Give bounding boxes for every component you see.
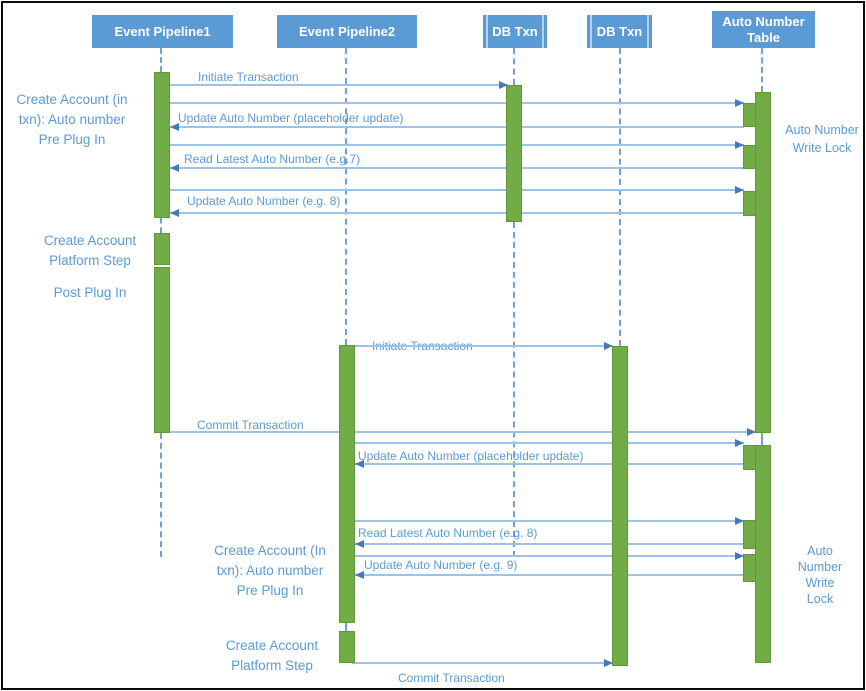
arrow-right-icon — [499, 81, 508, 89]
arrow-left-icon — [355, 460, 364, 468]
message-line-commit-transaction-2 — [352, 662, 613, 664]
annotation-platform-step-2: Create Account Platform Step — [225, 638, 319, 673]
activation-auto-number-lock-1 — [755, 92, 771, 433]
lifeline-auto-number-table — [761, 433, 763, 445]
activation-auto-number-sub — [743, 445, 756, 470]
lifeline-event-pipeline2 — [345, 623, 347, 631]
message-label-initiate-transaction-1: Initiate Transaction — [198, 70, 299, 84]
actor-event-pipeline1: Event Pipeline1 — [92, 15, 233, 48]
message-line-update-placeholder-2-return — [355, 463, 744, 465]
message-line-update-placeholder-1-request — [170, 102, 744, 104]
message-line-initiate-transaction-2 — [355, 345, 613, 347]
message-label-read-latest-2: Read Latest Auto Number (e.g. 8) — [358, 526, 538, 540]
actor-event-pipeline2: Event Pipeline2 — [277, 15, 417, 48]
arrow-right-icon — [735, 552, 744, 560]
message-line-commit-transaction-1 — [170, 431, 756, 433]
actor-db-txn-2: DB Txn — [587, 15, 652, 48]
lifeline-auto-number-table — [761, 48, 763, 92]
arrow-right-icon — [747, 428, 756, 436]
message-line-update-8-return — [170, 212, 744, 214]
activation-auto-number-sub — [743, 191, 756, 216]
lifeline-db-txn-1 — [513, 222, 515, 557]
annotation-platform-step-1: Create Account Platform Step — [43, 233, 137, 268]
message-label-update-9: Update Auto Number (e.g. 9) — [364, 558, 518, 572]
lifeline-db-txn-2 — [619, 48, 621, 346]
annotation-auto-number-write-lock-1: Auto Number Write Lock — [785, 123, 859, 155]
activation-auto-number-sub — [743, 554, 756, 582]
lifeline-event-pipeline1 — [160, 433, 162, 557]
arrow-right-icon — [735, 186, 744, 194]
actor-label: DB Txn — [492, 23, 538, 39]
message-line-update-placeholder-1-return — [170, 126, 744, 128]
message-label-update-placeholder-2: Update Auto Number (placeholder update) — [358, 449, 584, 463]
activation-ep1-post-plugin — [154, 267, 170, 433]
message-label-commit-transaction-1: Commit Transaction — [197, 418, 304, 432]
arrow-left-icon — [355, 571, 364, 579]
arrow-left-icon — [170, 209, 179, 217]
arrow-right-icon — [735, 439, 744, 447]
arrow-right-icon — [604, 659, 613, 667]
annotation-create-account-pre-plugin-2: Create Account (In txn): Auto number Pre… — [214, 543, 326, 598]
activation-auto-number-sub — [743, 103, 756, 127]
message-line-initiate-transaction-1 — [170, 84, 508, 86]
actor-label: Event Pipeline2 — [298, 23, 396, 39]
activation-db-txn-2 — [612, 346, 628, 666]
arrow-left-icon — [170, 123, 179, 131]
actor-db-txn-1: DB Txn — [483, 15, 547, 48]
message-line-update-placeholder-2-request — [355, 442, 744, 444]
activation-ep2-pre-plugin — [339, 345, 355, 623]
message-label-update-placeholder-1: Update Auto Number (placeholder update) — [178, 111, 404, 125]
activation-auto-number-sub — [743, 145, 756, 169]
message-line-read-latest-1-return — [170, 167, 744, 169]
actor-auto-number-table: Auto Number Table — [712, 11, 815, 48]
activation-ep1-platform-step — [154, 233, 170, 265]
message-label-update-8: Update Auto Number (e.g. 8) — [187, 194, 341, 208]
message-line-update-9-return — [355, 574, 744, 576]
lifeline-event-pipeline1 — [160, 48, 162, 72]
actor-label: Auto Number Table — [722, 13, 805, 45]
message-line-read-latest-2-request — [355, 520, 744, 522]
activation-ep2-platform-step — [339, 631, 355, 663]
activation-auto-number-lock-2 — [755, 445, 771, 663]
annotation-post-plugin: Post Plug In — [53, 285, 127, 300]
lifeline-event-pipeline2 — [345, 48, 347, 345]
lifeline-event-pipeline1 — [160, 218, 162, 233]
activation-ep1-pre-plugin — [154, 72, 170, 218]
message-line-update-8-request — [170, 189, 744, 191]
message-label-read-latest-1: Read Latest Auto Number (e.g.7) — [184, 152, 361, 166]
arrow-right-icon — [735, 99, 744, 107]
activation-auto-number-sub — [743, 520, 756, 549]
arrow-left-icon — [170, 164, 179, 172]
message-line-update-9-request — [355, 555, 744, 557]
message-line-read-latest-2-return — [355, 543, 744, 545]
arrow-right-icon — [735, 517, 744, 525]
message-line-read-latest-1-request — [170, 144, 744, 146]
annotation-create-account-pre-plugin-1: Create Account (in txn): Auto number Pre… — [16, 92, 128, 147]
lifeline-db-txn-1 — [513, 48, 515, 85]
activation-db-txn-1 — [506, 85, 522, 222]
arrow-left-icon — [355, 540, 364, 548]
arrow-right-icon — [735, 141, 744, 149]
actor-label: Event Pipeline1 — [114, 23, 211, 39]
annotation-auto-number-write-lock-2: Auto Number Write Lock — [797, 544, 843, 606]
actor-label: DB Txn — [596, 23, 643, 39]
message-label-commit-transaction-2: Commit Transaction — [398, 671, 505, 685]
arrow-right-icon — [604, 342, 613, 350]
